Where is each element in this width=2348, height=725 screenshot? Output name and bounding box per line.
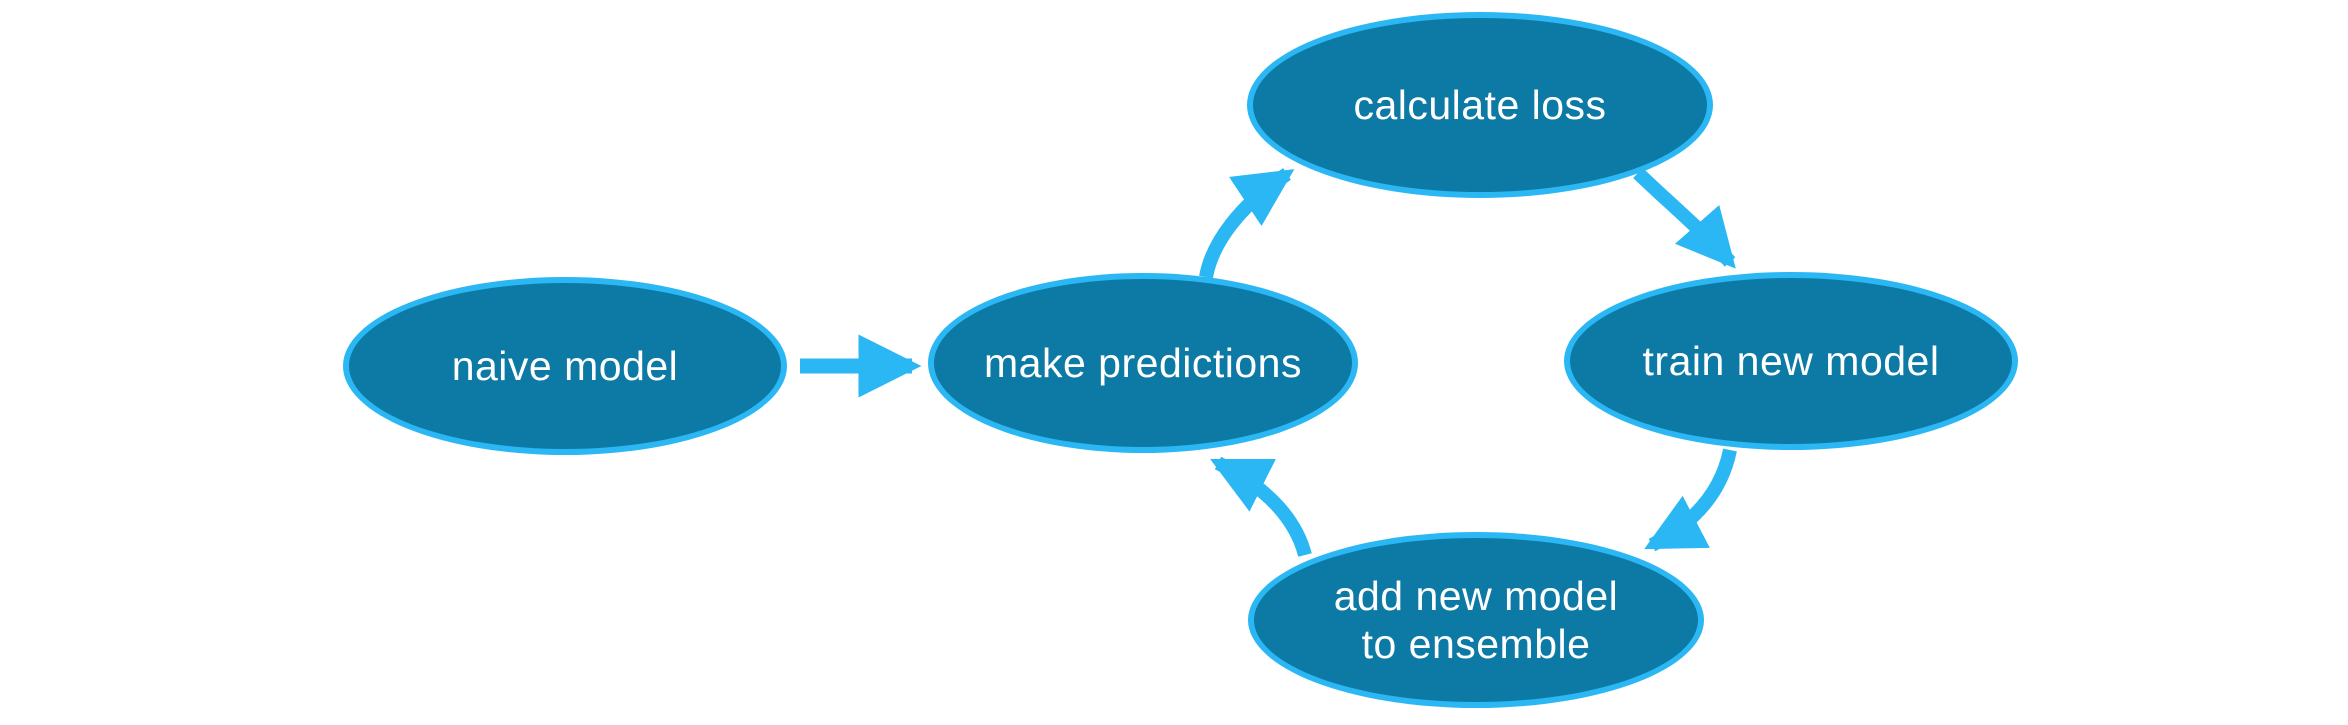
node-label: train new model	[1642, 337, 1940, 384]
node-make-predictions: make predictions	[928, 273, 1358, 453]
node-label: naive model	[451, 342, 679, 389]
node-label: calculate loss	[1353, 81, 1607, 128]
node-add-to-ensemble: add new model to ensemble	[1248, 532, 1704, 708]
node-train-new-model: train new model	[1564, 272, 2018, 450]
node-calculate-loss: calculate loss	[1247, 12, 1713, 198]
node-label: add new model to ensemble	[1333, 572, 1619, 667]
edge-ensemble-to-predictions-arrow	[1210, 456, 1312, 557]
node-naive-model: naive model	[343, 277, 787, 455]
edge-predictions-to-loss-arrow	[1199, 168, 1295, 279]
edge-train-to-ensemble-arrow	[1644, 448, 1737, 552]
node-label: make predictions	[984, 339, 1302, 386]
edge-loss-to-train-arrow	[1633, 167, 1736, 269]
